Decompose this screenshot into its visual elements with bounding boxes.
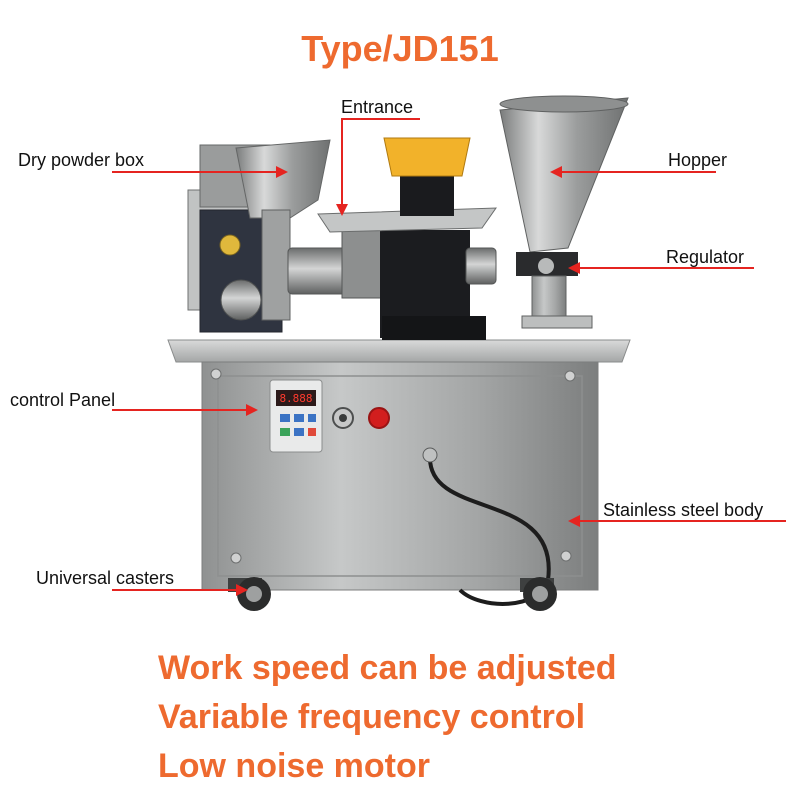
cabinet-body bbox=[167, 339, 631, 591]
caster-left bbox=[228, 577, 271, 611]
label-hopper: Hopper bbox=[668, 150, 728, 170]
label-stainless-steel-body: Stainless steel body bbox=[603, 500, 764, 520]
feature-item: Work speed can be adjusted bbox=[158, 649, 617, 687]
label-entrance: Entrance bbox=[341, 97, 414, 117]
filling-hopper bbox=[499, 95, 629, 329]
callout-control-panel bbox=[112, 404, 258, 416]
caster-right bbox=[520, 577, 557, 611]
label-universal-casters: Universal casters bbox=[36, 568, 175, 588]
product-title: Type/JD151 bbox=[301, 28, 499, 69]
feature-item: Low noise motor bbox=[158, 747, 430, 785]
power-cable bbox=[428, 457, 551, 606]
callout-hopper bbox=[550, 166, 716, 178]
label-control-panel: control Panel bbox=[10, 390, 116, 410]
callout-stainless-body bbox=[568, 515, 786, 527]
roller-assembly bbox=[287, 227, 497, 340]
callout-dry-powder-box bbox=[112, 166, 288, 178]
callout-regulator bbox=[568, 262, 754, 274]
label-dry-powder-box: Dry powder box bbox=[18, 150, 145, 170]
red-power-button bbox=[368, 407, 390, 429]
control-panel: 8.888 bbox=[269, 379, 323, 453]
feature-item: Variable frequency control bbox=[158, 698, 586, 736]
feature-list: Work speed can be adjusted Variable freq… bbox=[158, 644, 617, 791]
callout-entrance bbox=[336, 118, 420, 216]
callout-universal-casters bbox=[112, 584, 248, 596]
dry-powder-box bbox=[187, 139, 331, 333]
speed-display: 8.888 bbox=[279, 392, 312, 405]
entrance-tray bbox=[317, 137, 497, 233]
label-regulator: Regulator bbox=[666, 247, 745, 267]
